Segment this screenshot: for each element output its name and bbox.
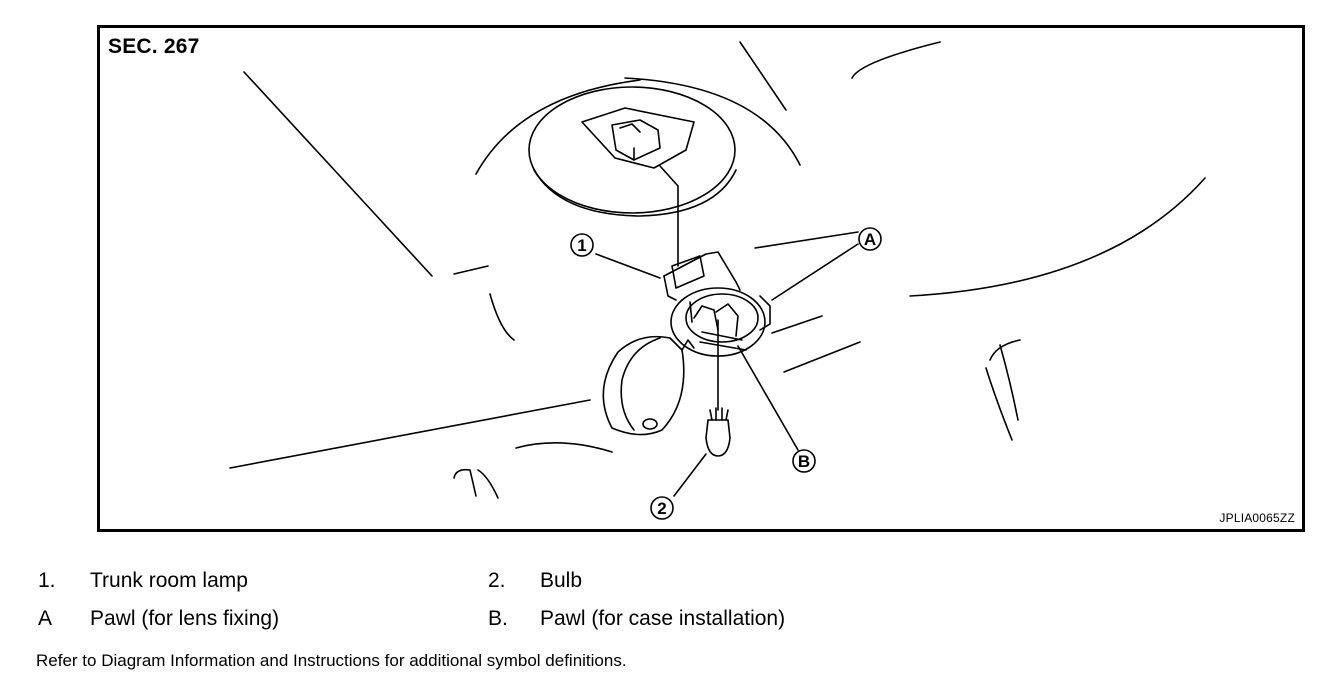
figure-id: JPLIA0065ZZ bbox=[1219, 511, 1295, 525]
legend-key: A bbox=[38, 607, 53, 630]
mounting-disc bbox=[528, 86, 736, 214]
svg-text:2: 2 bbox=[657, 499, 666, 518]
footnote: Refer to Diagram Information and Instruc… bbox=[36, 651, 627, 670]
callout-A: A bbox=[858, 227, 882, 251]
bulb bbox=[705, 419, 731, 457]
body-line bbox=[783, 341, 861, 373]
body-line bbox=[515, 442, 613, 453]
body-line bbox=[851, 41, 941, 79]
leader-1 bbox=[595, 253, 661, 279]
body-line bbox=[475, 79, 641, 175]
body-line bbox=[453, 468, 477, 497]
callout-1: 1 bbox=[570, 233, 594, 257]
legend-text: Pawl (for lens fixing) bbox=[90, 607, 280, 630]
legend-text: Bulb bbox=[540, 569, 583, 592]
body-line bbox=[477, 469, 499, 499]
lamp-housing bbox=[663, 251, 741, 291]
leader-B bbox=[737, 345, 799, 451]
mounting-disc-edge bbox=[533, 169, 737, 217]
body-line bbox=[754, 231, 859, 249]
legend-key: B. bbox=[488, 607, 508, 630]
body-line bbox=[739, 41, 787, 111]
body-line bbox=[243, 71, 433, 277]
callout-2: 2 bbox=[650, 496, 674, 520]
mounting-hole bbox=[581, 107, 695, 169]
legend-text: Pawl (for case installation) bbox=[540, 607, 786, 630]
body-line bbox=[624, 77, 801, 166]
body-line bbox=[985, 367, 1013, 441]
mounting-connector bbox=[611, 119, 661, 161]
body-line bbox=[453, 265, 489, 275]
leader-A bbox=[771, 243, 859, 301]
figure-frame: SEC. 267 JPLIA0065ZZ bbox=[97, 25, 1305, 532]
body-line bbox=[489, 293, 515, 341]
callout-B: B bbox=[792, 449, 816, 473]
body-line bbox=[989, 339, 1021, 361]
svg-text:1: 1 bbox=[577, 236, 586, 255]
body-line bbox=[229, 399, 591, 469]
legend-text: Trunk room lamp bbox=[90, 569, 248, 592]
leader-2 bbox=[673, 453, 707, 497]
assembly-line bbox=[659, 165, 679, 267]
lamp-lens bbox=[602, 335, 685, 436]
legend-key: 1. bbox=[38, 569, 56, 592]
body-line bbox=[999, 344, 1019, 421]
legend-key: 2. bbox=[488, 569, 506, 592]
section-label: SEC. 267 bbox=[108, 35, 200, 58]
svg-text:A: A bbox=[864, 230, 876, 249]
trunk-lamp-diagram: 1 A B 2 bbox=[229, 41, 1206, 520]
body-line bbox=[909, 177, 1206, 297]
body-line bbox=[771, 315, 823, 334]
svg-text:B: B bbox=[798, 452, 810, 471]
